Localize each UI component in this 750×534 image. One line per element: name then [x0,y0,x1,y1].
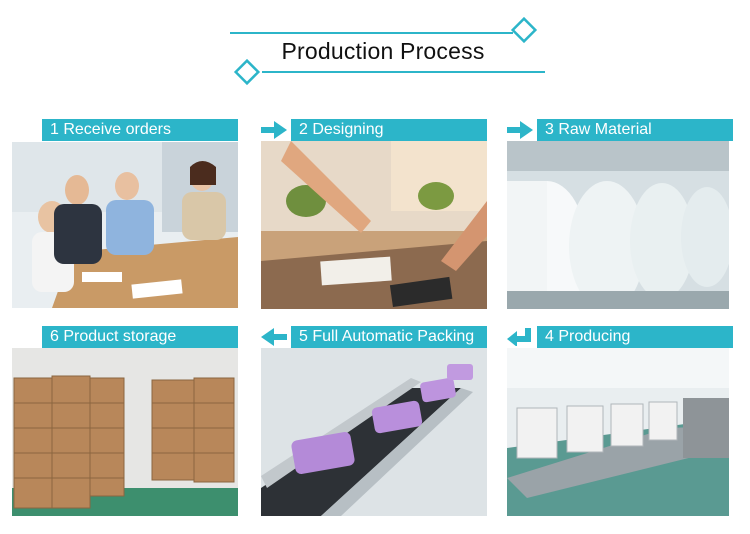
step-label: 5 Full Automatic Packing [291,326,487,348]
arrow-turn-down-left-icon [507,328,531,346]
step-full-automatic-packing: 5 Full Automatic Packing [261,326,487,526]
step-label: 1 Receive orders [42,119,238,141]
arrow-right-icon [507,121,533,139]
step-label: 4 Producing [537,326,733,348]
diamond-icon [510,16,538,44]
step-label: 6 Product storage [42,326,238,348]
designing-photo [261,141,487,309]
step-raw-material: 3 Raw Material [507,119,733,319]
meeting-photo [12,142,238,308]
arrow-right-icon [261,121,287,139]
page-title: Production Process [281,38,485,64]
step-label: 2 Designing [291,119,487,141]
warehouse-photo [12,348,238,516]
step-product-storage: 6 Product storage [12,326,238,526]
arrow-left-icon [261,328,287,346]
diamond-icon [233,58,261,86]
step-receive-orders: 1 Receive orders [12,119,238,319]
step-label: 3 Raw Material [537,119,733,141]
packing-conveyor-photo [261,348,487,516]
paper-rolls-photo [507,141,729,309]
header: Production Process [0,0,750,100]
step-producing: 4 Producing [507,326,733,526]
header-decoration [230,16,545,86]
step-designing: 2 Designing [261,119,487,319]
production-line-photo [507,348,729,516]
